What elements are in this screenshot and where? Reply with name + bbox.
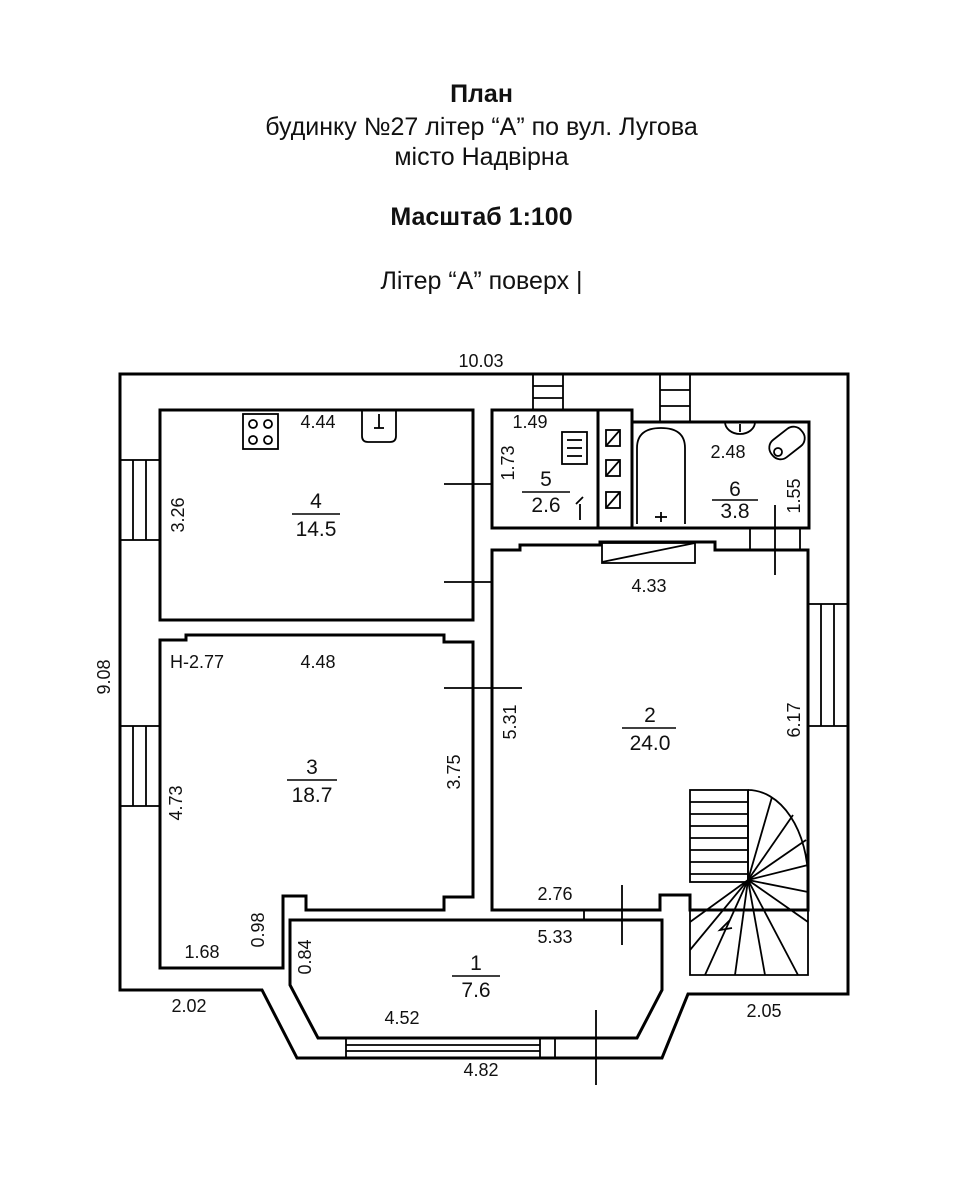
room-1-area: 7.6 (461, 979, 490, 1002)
room-5-area: 2.6 (531, 494, 560, 517)
window-top-right (659, 373, 691, 423)
room-2-number: 2 (644, 704, 656, 727)
dim-r2-right: 6.17 (784, 702, 804, 737)
room-4-walls (158, 408, 475, 622)
dim-r3-width: 4.48 (300, 652, 335, 672)
sink-icon (361, 410, 397, 443)
dim-r3-left: 4.73 (166, 785, 186, 820)
dim-r4-width: 4.44 (300, 412, 335, 432)
dim-r3-step: 0.98 (248, 912, 268, 947)
dim-r4-depth: 3.26 (168, 497, 188, 532)
ventilation-shaft (596, 408, 634, 530)
staircase-straight (689, 789, 749, 883)
window-left-lower (119, 725, 161, 807)
room-1-number: 1 (470, 952, 482, 975)
room-5-number: 5 (540, 468, 552, 491)
washbasin-icon (724, 421, 756, 435)
dim-r1-bottom: 4.52 (384, 1008, 419, 1028)
arrow-icon (575, 496, 584, 520)
window-top-left (532, 373, 564, 411)
toilet-icon (561, 431, 588, 465)
room-4-area: 14.5 (296, 518, 337, 541)
plan-address: будинку №27 літер “А” по вул. Лугова (265, 113, 698, 141)
dim-r5-width: 1.49 (512, 412, 547, 432)
dim-r3-bottom: 1.68 (184, 942, 219, 962)
plan-scale: Масштаб 1:100 (390, 203, 573, 231)
window-bottom (345, 1037, 541, 1059)
room-4-number: 4 (310, 490, 322, 513)
staircase-spiral (689, 789, 809, 976)
height-label: Н-2.77 (170, 652, 224, 672)
dim-overall-depth: 9.08 (94, 659, 114, 694)
dim-porch-width: 4.82 (463, 1060, 498, 1080)
stove-icon (242, 413, 279, 450)
room-3-number: 3 (306, 756, 318, 779)
window-left-upper (119, 459, 161, 541)
plan-title: План (450, 80, 513, 108)
dim-r2-bottom: 2.76 (537, 884, 572, 904)
room-2-area: 24.0 (630, 732, 671, 755)
bathtub-icon (636, 427, 686, 524)
window-right (807, 603, 849, 727)
dim-r1-side: 0.84 (295, 939, 315, 974)
room-6-walls (630, 420, 811, 530)
dim-r6-width: 2.48 (710, 442, 745, 462)
dim-r1-top: 5.33 (537, 927, 572, 947)
bidet-icon (768, 425, 806, 461)
dim-overall-width: 10.03 (458, 351, 503, 371)
room-1-walls (288, 918, 664, 1040)
dim-r5-depth: 1.73 (498, 445, 518, 480)
room-6-area: 3.8 (720, 500, 749, 523)
dim-r2-top: 4.33 (631, 576, 666, 596)
room-6-number: 6 (729, 478, 741, 501)
dim-r6-depth: 1.55 (784, 478, 804, 513)
door-symbols (444, 483, 801, 1085)
dim-r3-right: 3.75 (444, 754, 464, 789)
plan-floor-label: Літер “А” поверх | (380, 267, 583, 295)
plan-city: місто Надвірна (394, 143, 569, 171)
vent-icons (605, 429, 621, 509)
room-3-walls (158, 633, 475, 970)
outer-wall (118, 372, 850, 1060)
dim-front-left: 2.02 (171, 996, 206, 1016)
room-2-walls (490, 540, 810, 912)
room-3-area: 18.7 (292, 784, 333, 807)
dim-front-right: 2.05 (746, 1001, 781, 1021)
dim-r2-left: 5.31 (500, 704, 520, 739)
